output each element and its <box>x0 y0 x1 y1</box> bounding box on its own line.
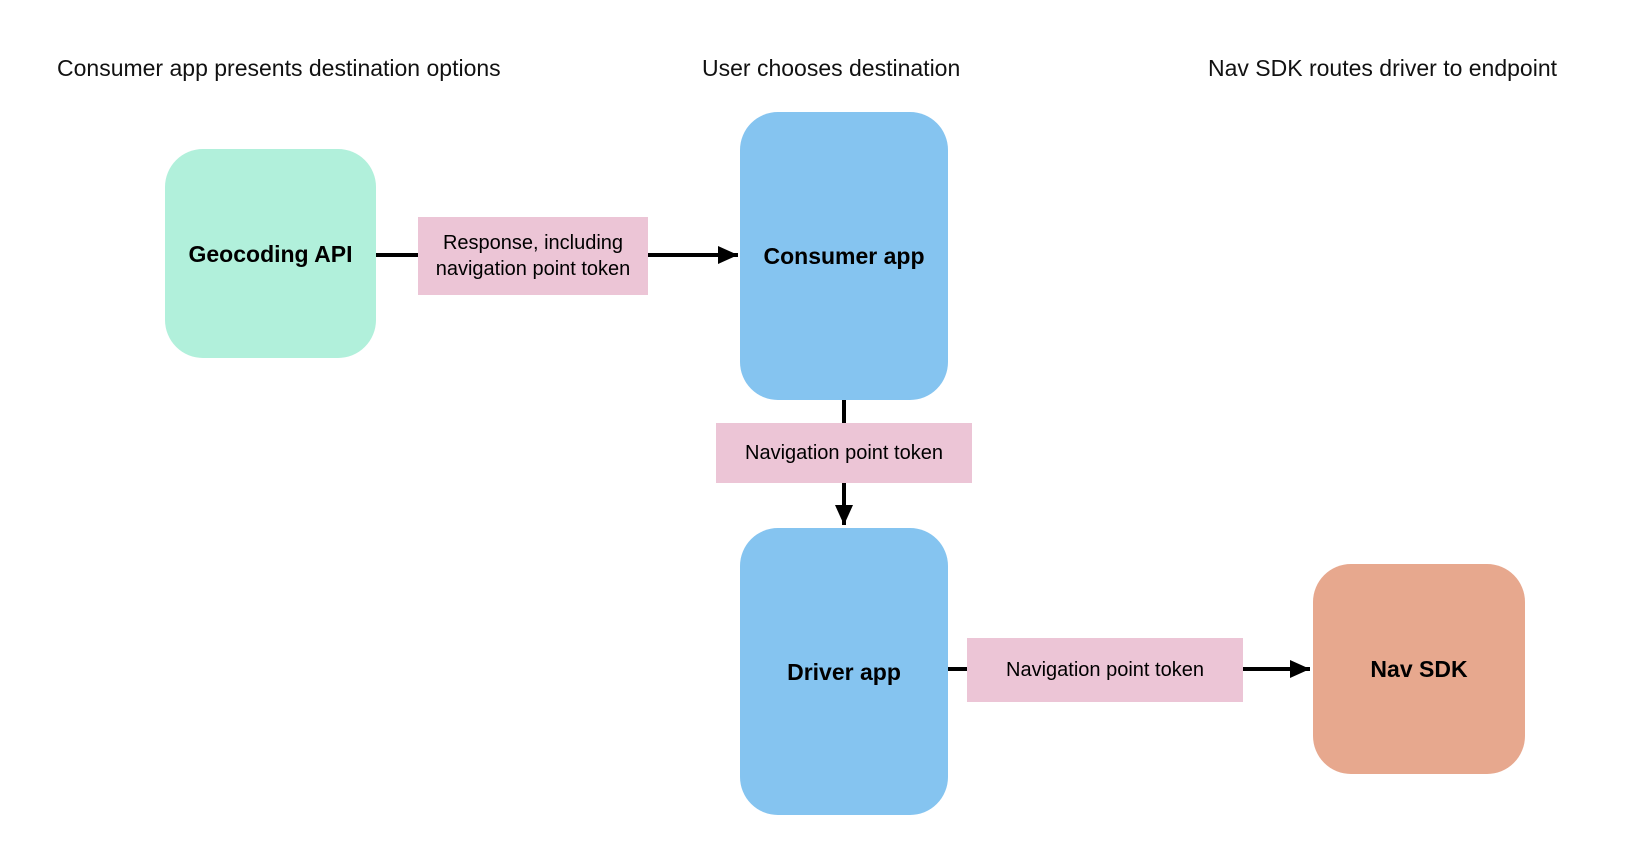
node-consumer-app: Consumer app <box>740 112 948 400</box>
column-header-consumer-presents: Consumer app presents destination option… <box>57 55 501 81</box>
node-consumer-app-label: Consumer app <box>763 243 925 269</box>
edge-label-navigation-point-token-1: Navigation point token <box>716 423 972 483</box>
node-geocoding-api-label: Geocoding API <box>188 240 353 267</box>
edge-label-navigation-point-token-2: Navigation point token <box>967 638 1243 702</box>
node-geocoding-api: Geocoding API <box>165 149 376 358</box>
node-nav-sdk-label: Nav SDK <box>1370 656 1468 682</box>
edge-label-response-including-token: Response, including navigation point tok… <box>418 217 648 295</box>
node-nav-sdk: Nav SDK <box>1313 564 1525 774</box>
column-header-navsdk-routes: Nav SDK routes driver to endpoint <box>1208 55 1558 81</box>
node-driver-app: Driver app <box>740 528 948 815</box>
node-driver-app-label: Driver app <box>787 658 901 685</box>
column-header-user-chooses: User chooses destination <box>702 55 961 81</box>
